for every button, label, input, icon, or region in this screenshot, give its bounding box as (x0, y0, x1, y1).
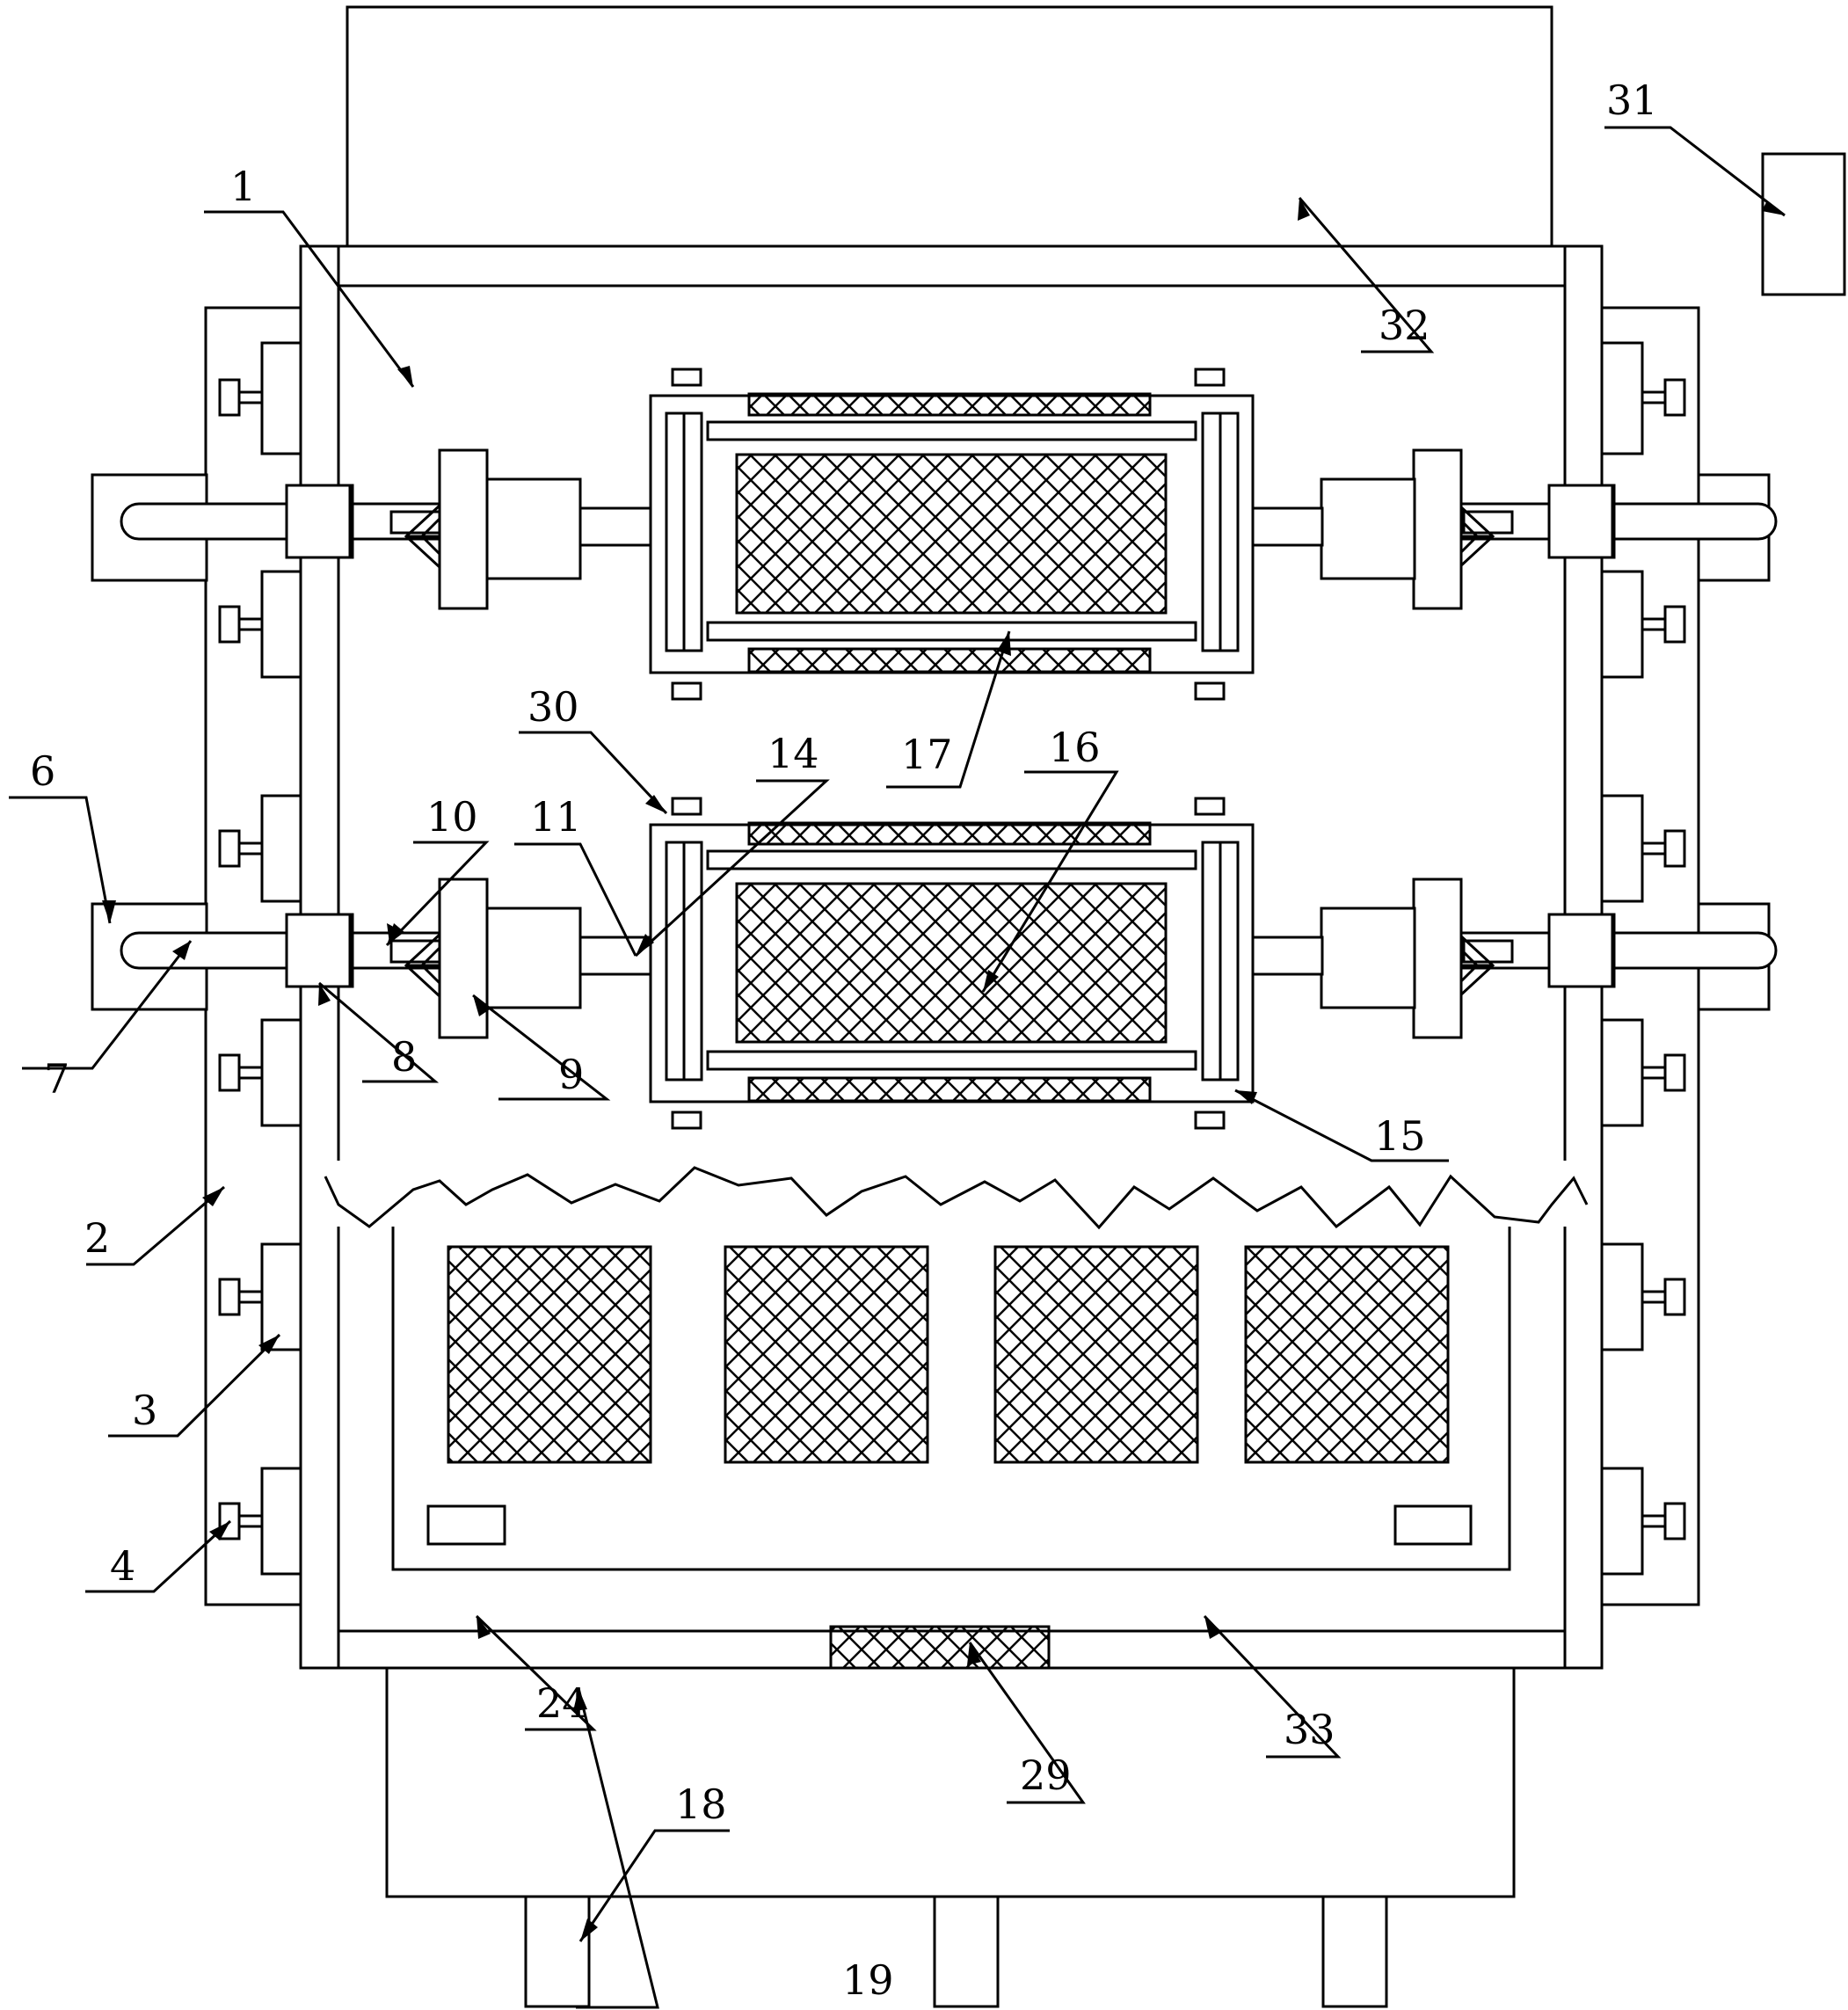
leg-right (1321, 1895, 1388, 2008)
label-11: 11 (530, 793, 582, 841)
label-32: 32 (1379, 302, 1430, 349)
top-hood (346, 5, 1553, 248)
label-16: 16 (1049, 724, 1101, 771)
reference-labels: 1 2 3 4 6 7 8 9 10 11 14 15 16 17 18 19 … (30, 76, 1658, 2004)
label-30: 30 (527, 683, 579, 731)
label-24: 24 (536, 1679, 588, 1727)
filter-tray (316, 1161, 1591, 1571)
leader-lines (9, 126, 1786, 2009)
bottom-vent (829, 1625, 1051, 1670)
label-15: 15 (1374, 1112, 1426, 1160)
label-19: 19 (842, 1956, 894, 2004)
label-10: 10 (426, 793, 478, 841)
label-8: 8 (391, 1033, 417, 1081)
tray-filter-3 (993, 1245, 1199, 1464)
label-6: 6 (30, 747, 55, 795)
leader-arrowheads (102, 198, 1785, 1941)
label-1: 1 (230, 163, 256, 210)
label-14: 14 (768, 730, 819, 777)
label-17: 17 (901, 731, 953, 778)
label-4: 4 (110, 1542, 135, 1590)
leg-left (524, 1895, 591, 2008)
label-33: 33 (1284, 1706, 1335, 1753)
lower-clamp-assembly (91, 797, 1778, 1130)
tray-handle-left (426, 1504, 506, 1546)
tray-filter-1 (447, 1245, 652, 1464)
label-7: 7 (44, 1055, 69, 1103)
label-3: 3 (132, 1387, 157, 1434)
controller-box (1761, 152, 1846, 296)
upper-clamp-assembly (91, 368, 1778, 701)
tray-handle-right (1393, 1504, 1473, 1546)
label-9: 9 (558, 1051, 584, 1098)
label-18: 18 (675, 1781, 727, 1828)
label-29: 29 (1020, 1751, 1072, 1799)
tray-filter-2 (724, 1245, 929, 1464)
label-2: 2 (84, 1214, 110, 1262)
leg-middle (933, 1895, 1000, 2008)
tray-filter-4 (1244, 1245, 1450, 1464)
label-31: 31 (1606, 76, 1658, 124)
